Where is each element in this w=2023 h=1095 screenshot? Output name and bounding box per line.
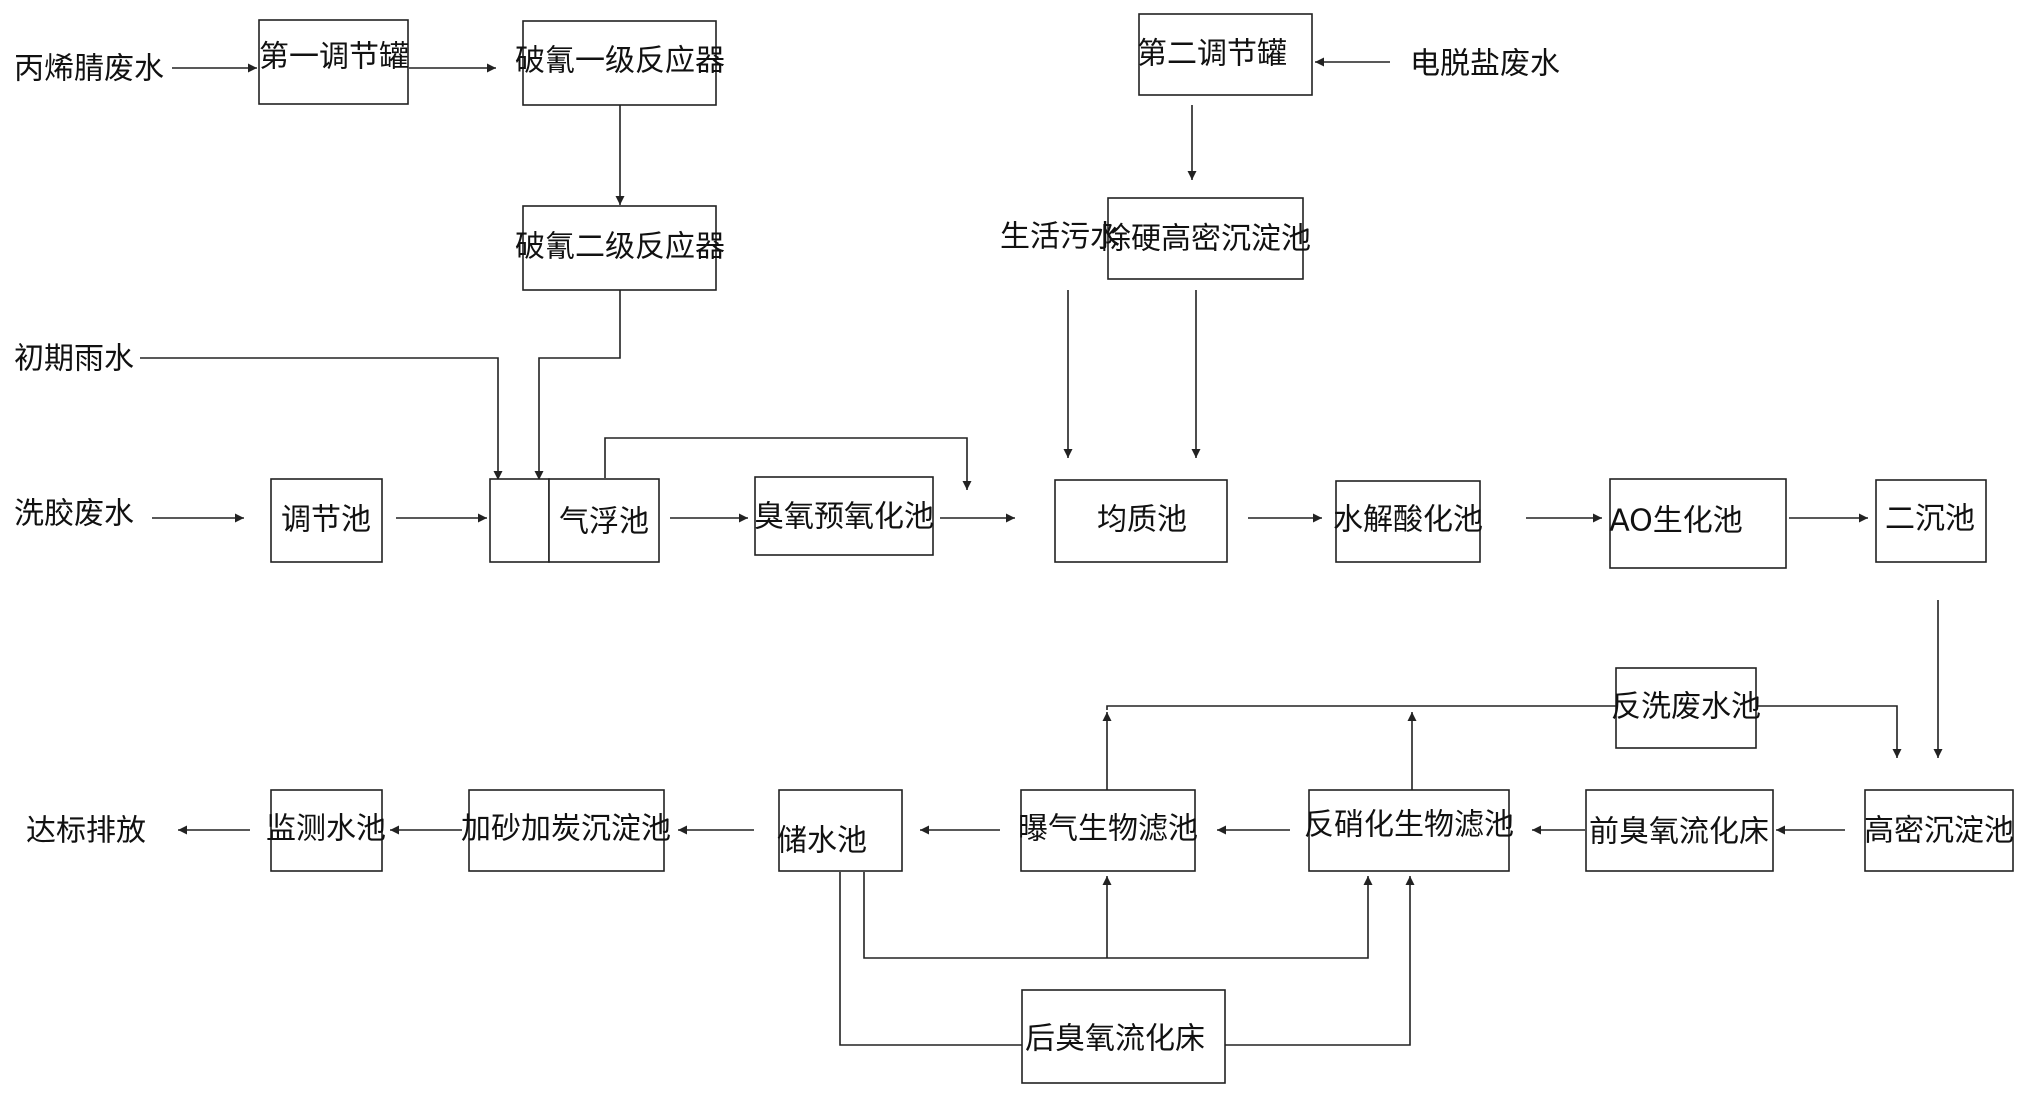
monitoring-pool-label: 监测水池 (266, 812, 386, 847)
hardness-removal-label: 除硬高密沉淀池 (1101, 222, 1311, 257)
hydrolysis-label: 水解酸化池 (1333, 503, 1483, 538)
secondary-sedimentation-box (1875, 479, 1987, 563)
hardness-removal-box (1107, 197, 1304, 280)
storage-pool-label: 储水池 (777, 824, 867, 859)
edge-backwash-to-high-density (1756, 705, 1902, 758)
labels: 丙烯腈废水 第一调节罐 破氰一级反应器 破氰二级反应器 初期雨水 洗胶废水 调节… (14, 37, 2014, 1057)
second-regulating-tank-label: 第二调节罐 (1137, 37, 1287, 72)
edge-storage-to-post-ozone (839, 872, 1022, 1046)
monitoring-pool-box (270, 789, 383, 872)
sand-carbon-label: 加砂加炭沉淀池 (461, 812, 671, 847)
edge-rainwater-to-flotation (140, 357, 503, 480)
edge-reactor2-to-flotation (534, 290, 621, 480)
ozone-preoxidation-box (754, 476, 934, 556)
denitrification-box (1308, 789, 1510, 872)
storage-pool-box (778, 789, 903, 872)
cyanide-reactor-1-label: 破氰一级反应器 (515, 44, 725, 79)
air-flotation-label: 气浮池 (559, 505, 649, 540)
cyanide-reactor-2-label: 破氰二级反应器 (515, 230, 725, 265)
post-ozone-bed-box (1021, 989, 1226, 1084)
edge-backwash-from-aerated (1106, 705, 1616, 710)
aerated-biofilter-box (1020, 789, 1196, 872)
edge-flotation-bypass (604, 437, 972, 490)
air-flotation-pool-box (548, 478, 660, 563)
cyanide-reactor-1-box (522, 20, 717, 106)
ao-biochemical-label: AO生化池 (1609, 504, 1743, 539)
edge-storage-to-aerated-loop (863, 872, 1373, 959)
secondary-sedimentation-label: 二沉池 (1885, 502, 1975, 537)
backwash-pool-label: 反洗废水池 (1611, 690, 1761, 725)
post-ozone-bed-label: 后臭氧流化床 (1025, 1022, 1205, 1057)
regulating-pool-label: 调节池 (281, 503, 371, 538)
second-regulating-tank-box (1138, 13, 1313, 96)
edge-post-ozone-to-denitrification (1225, 876, 1415, 1046)
electro-desalting-label: 电脱盐废水 (1410, 47, 1560, 82)
initial-rainwater-label: 初期雨水 (14, 342, 134, 377)
pre-ozone-bed-label: 前臭氧流化床 (1589, 815, 1769, 850)
backwash-pool-box (1615, 667, 1757, 749)
high-density-sedimentation-label: 高密沉淀池 (1864, 814, 2014, 849)
first-regulating-tank-box (258, 19, 409, 105)
homogenization-pool-box (1054, 479, 1228, 563)
domestic-sewage-label: 生活污水 (1000, 220, 1120, 255)
homogenization-label: 均质池 (1097, 503, 1187, 538)
discharge-label: 达标排放 (26, 814, 146, 849)
sand-carbon-box (468, 789, 665, 872)
cyanide-reactor-2-box (522, 205, 717, 291)
ao-pool-box (1609, 478, 1787, 569)
acrylonitrile-wastewater-label: 丙烯腈废水 (14, 52, 164, 87)
regulating-pool-box (270, 478, 383, 563)
first-regulating-tank-label: 第一调节罐 (259, 40, 409, 75)
process-boxes (258, 13, 2014, 1084)
flotation-left-chamber (489, 478, 550, 563)
pre-ozone-bed-box (1585, 789, 1774, 872)
rubber-washing-label: 洗胶废水 (14, 497, 134, 532)
denitrification-label: 反硝化生物滤池 (1304, 808, 1514, 843)
high-density-sedimentation-box (1864, 789, 2014, 872)
ozone-preoxidation-label: 臭氧预氧化池 (754, 500, 934, 535)
hydrolysis-pool-box (1335, 480, 1481, 563)
connectors (140, 57, 1943, 1046)
aerated-biofilter-label: 曝气生物滤池 (1018, 812, 1198, 847)
